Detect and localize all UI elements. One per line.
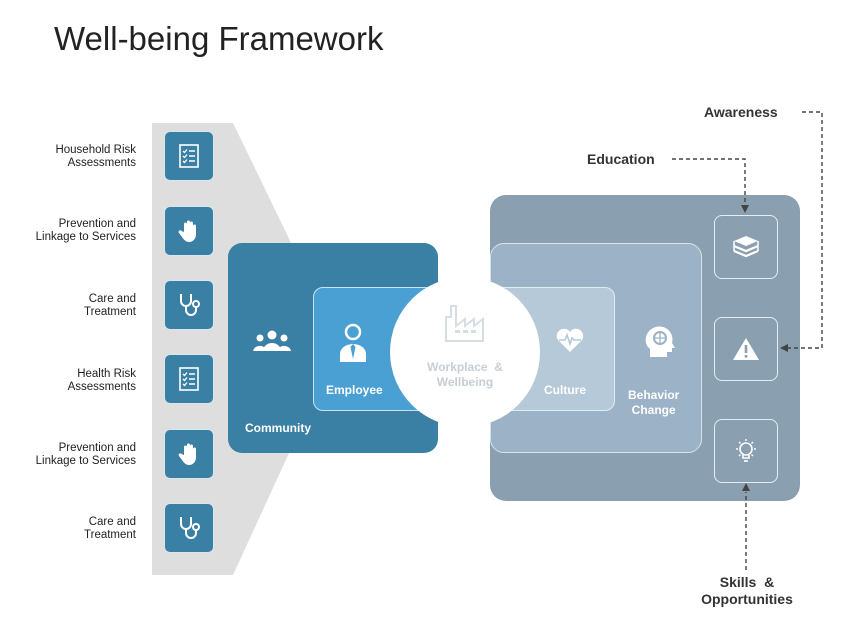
community-label: Community [245, 421, 311, 435]
lightbulb-icon [736, 439, 756, 462]
tile-prevention-1 [164, 206, 214, 256]
tile-care-2 [164, 503, 214, 553]
employee-label: Employee [326, 383, 383, 397]
tile-skills [714, 419, 778, 483]
tile-household-risk [164, 131, 214, 181]
tile-awareness [714, 317, 778, 381]
heart-pulse-icon [555, 326, 585, 354]
hand-icon [178, 220, 196, 242]
tile-health-risk [164, 354, 214, 404]
tile-care-1 [164, 280, 214, 330]
stethoscope-icon [180, 517, 200, 539]
awareness-label: Awareness [704, 104, 778, 120]
skills-opportunities-label: Skills &Opportunities [701, 574, 793, 607]
employee-icon [337, 322, 369, 364]
tile-education [714, 215, 778, 279]
page-title: Well-being Framework [54, 20, 384, 57]
hand-icon [178, 443, 196, 465]
stethoscope-icon [180, 294, 200, 316]
workplace-label: Workplace &Wellbeing [427, 360, 503, 389]
culture-label: Culture [544, 383, 586, 397]
books-icon [733, 236, 759, 258]
brain-head-icon [644, 323, 676, 359]
checklist-icon [179, 144, 199, 168]
education-label: Education [587, 151, 655, 167]
tile-prevention-2 [164, 429, 214, 479]
factory-icon [443, 303, 485, 343]
checklist-icon [179, 367, 199, 391]
workplace-circle [390, 277, 540, 427]
people-group-icon [252, 327, 292, 355]
warning-icon [733, 338, 759, 360]
